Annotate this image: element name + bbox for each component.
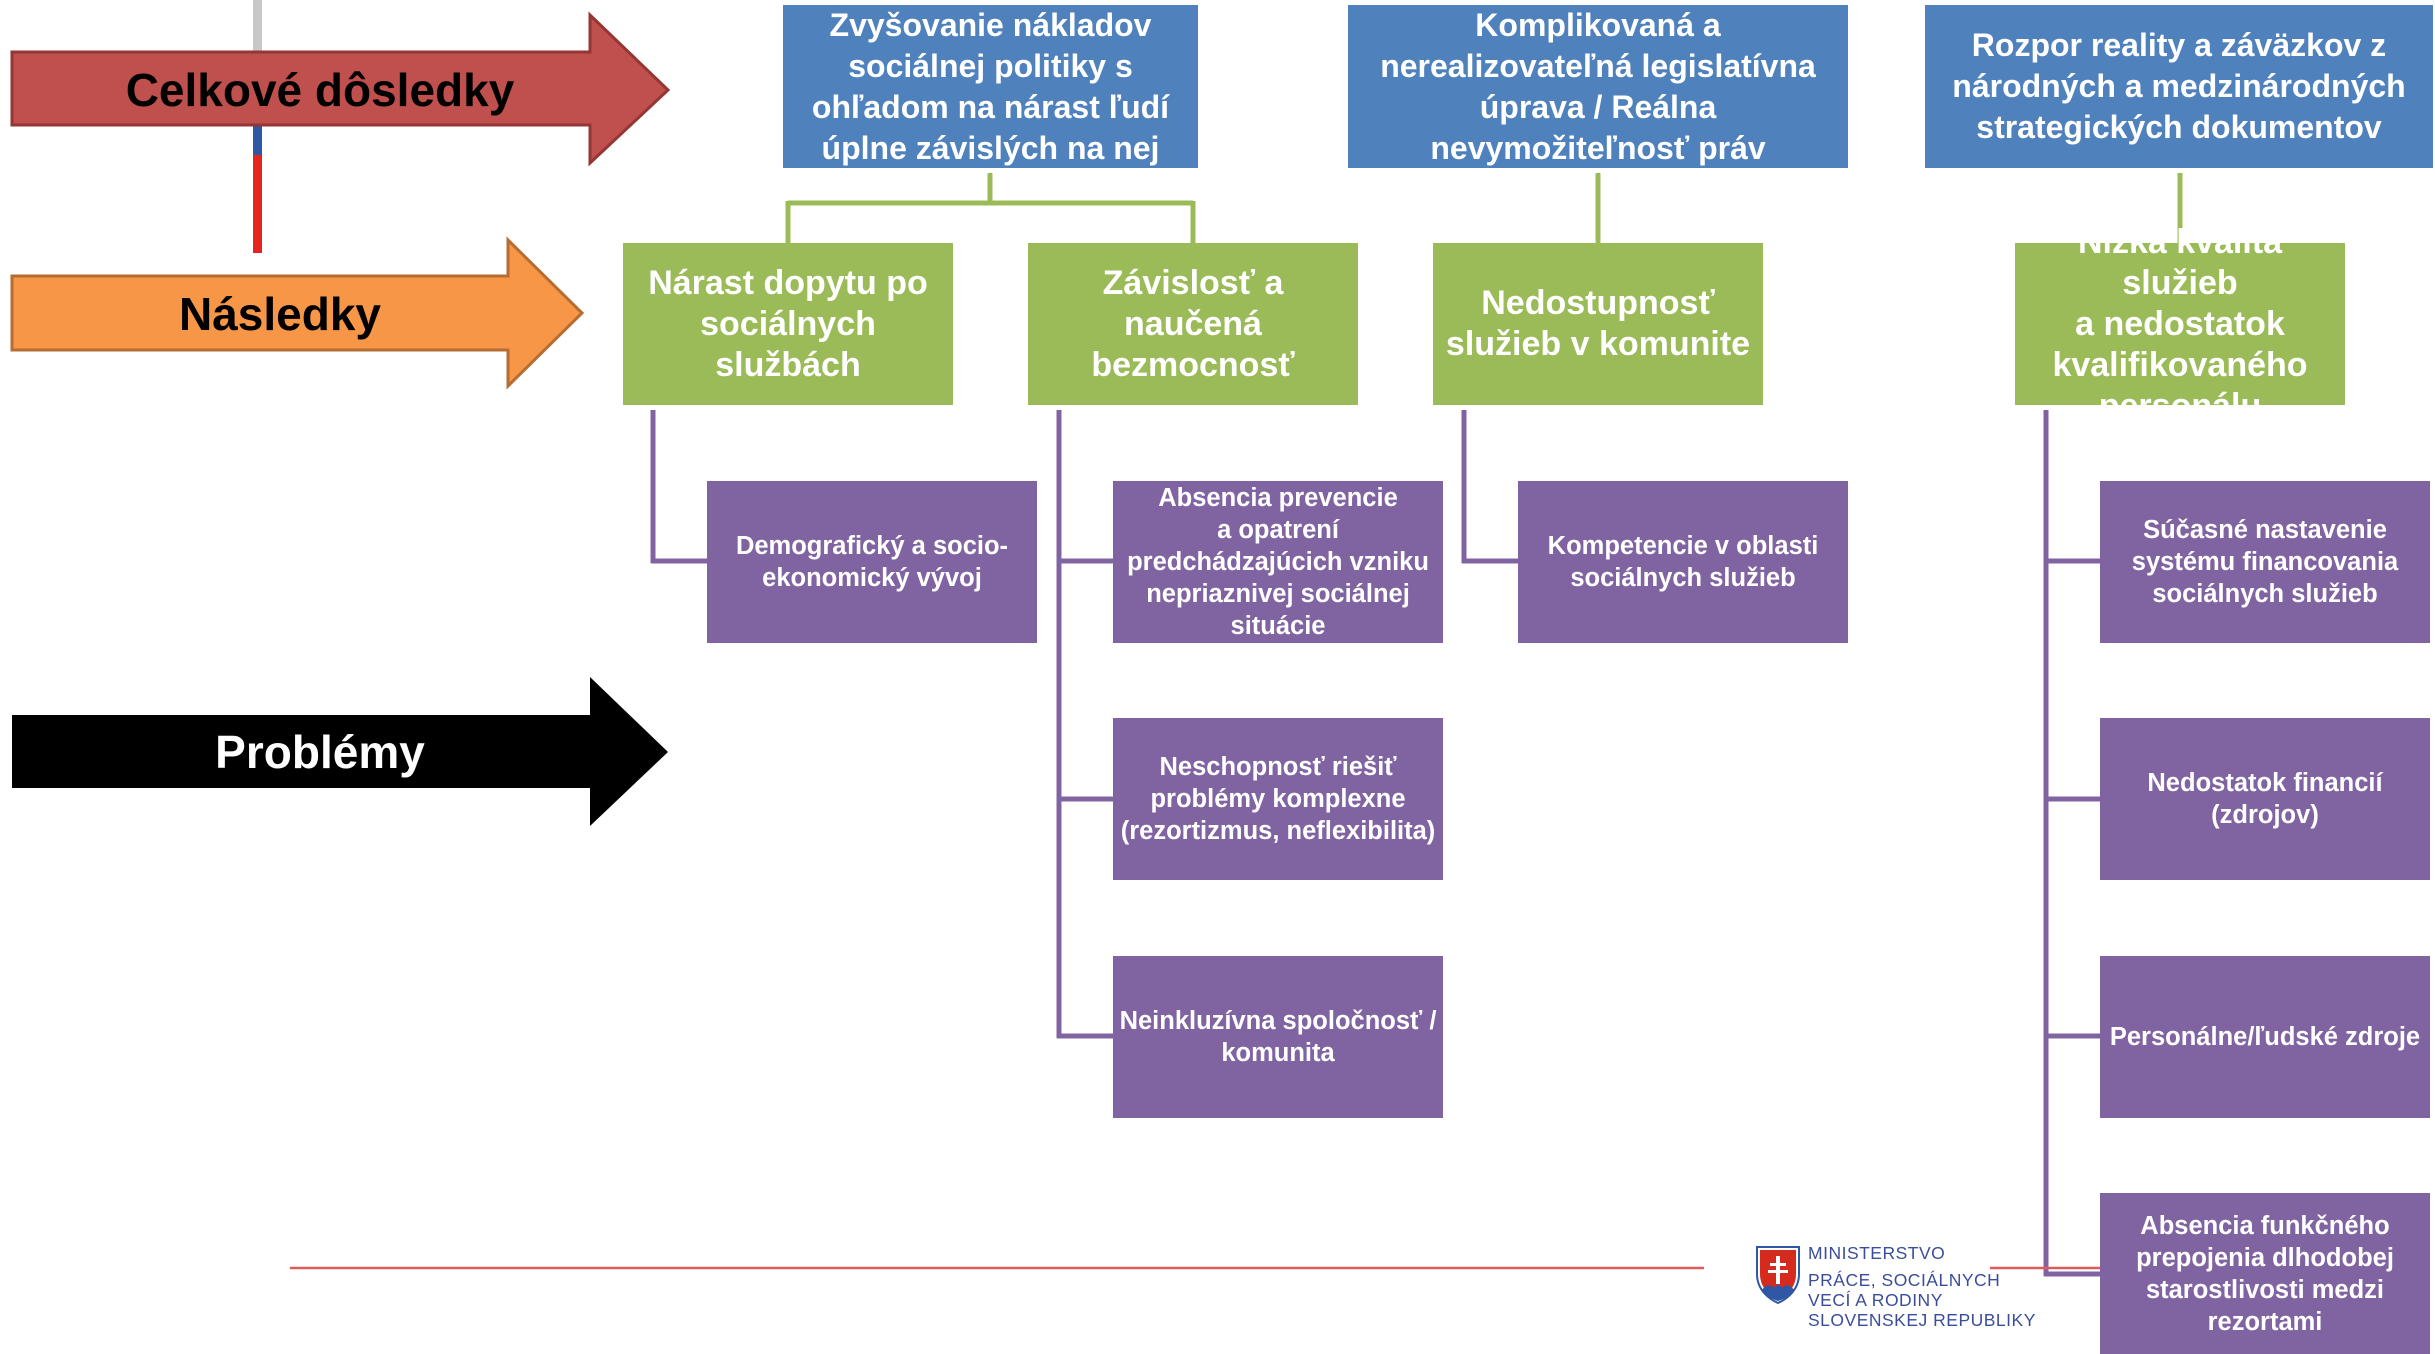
problem-box-2-2: Neschopnosť riešiť problémy komplexne (r…	[1113, 718, 1443, 880]
row-label-celkove: Celkové dôsledky	[125, 64, 515, 116]
problem-box-3-1: Kompetencie v oblasti sociálnych služieb	[1518, 481, 1848, 643]
effect-box-4: Nízka kvalita služieb a nedostatok kvali…	[2015, 223, 2345, 425]
problem-box-1-1: Demografický a socio- ekonomický vývoj	[707, 481, 1037, 643]
arrow-celkove	[10, 11, 671, 167]
purple-connectors	[650, 410, 2100, 1277]
effect-box-3: Nedostupnosť služieb v komunite	[1433, 243, 1763, 405]
problem-box-4-2: Nedostatok financií (zdrojov)	[2100, 718, 2430, 880]
slovak-coat-of-arms-icon	[1756, 1246, 1800, 1305]
effect-box-2: Závislosť a naučená bezmocnosť	[1028, 243, 1358, 405]
green-connectors	[785, 173, 2183, 243]
stripe-gray	[253, 0, 262, 52]
arrow-problemy	[12, 677, 668, 826]
stripe-blue	[253, 125, 262, 155]
problem-box-4-3: Personálne/ľudské zdroje	[2100, 956, 2430, 1118]
ministry-logo-text: Ministerstvo práce, sociálnych vecí a ro…	[1808, 1243, 2036, 1330]
row-label-problemy: Problémy	[215, 726, 425, 778]
problem-box-4-4: Absencia funkčného prepojenia dlhodobej …	[2100, 1193, 2430, 1354]
effect-box-1: Nárast dopytu po sociálnych službách	[623, 243, 953, 405]
stripe-red	[253, 155, 262, 253]
row-label-nasledky: Následky	[178, 288, 381, 340]
problem-box-4-1: Súčasné nastavenie systému financovania …	[2100, 481, 2430, 643]
problem-box-2-3: Neinkluzívna spoločnosť / komunita	[1113, 956, 1443, 1118]
consequence-box-3: Rozpor reality a záväzkov z národných a …	[1925, 5, 2433, 168]
consequence-box-1: Zvyšovanie nákladov sociálnej politiky s…	[783, 5, 1198, 168]
arrow-nasledky	[10, 236, 585, 390]
consequence-box-2: Komplikovaná a nerealizovateľná legislat…	[1348, 5, 1848, 168]
problem-box-2-1: Absencia prevencie a opatrení predchádza…	[1113, 481, 1443, 643]
